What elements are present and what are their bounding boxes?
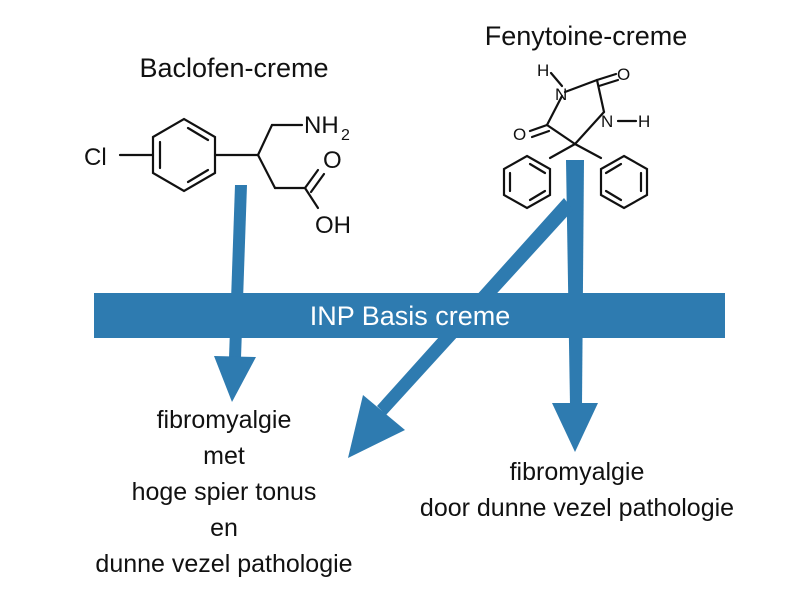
fenytoine-atom-o-right: O xyxy=(617,65,630,84)
fenytoine-co-double-bond xyxy=(530,129,551,139)
fenytoine-ring-bond xyxy=(545,94,564,127)
baclofen-chain-bond xyxy=(256,123,274,157)
outcome-left-line: fibromyalgie xyxy=(157,406,292,434)
fenytoine-ring-bond xyxy=(545,123,577,146)
fenytoine-atom-h-top: H xyxy=(537,61,549,80)
outcome-right-line: fibromyalgie xyxy=(510,458,645,486)
outcome-left-line: met xyxy=(203,442,245,470)
fenytoine-atom-o-left: O xyxy=(513,125,526,144)
baclofen-benzene-ring xyxy=(151,117,217,193)
outcome-left-line: hoge spier tonus xyxy=(132,478,317,506)
baclofen-atom-o: O xyxy=(323,147,342,174)
baclofen-title: Baclofen-creme xyxy=(139,53,328,83)
fenytoine-ring-bond xyxy=(573,110,606,146)
fenytoine-atom-n-right: N xyxy=(601,112,613,131)
outcome-left-line: dunne vezel pathologie xyxy=(95,550,352,578)
baclofen-co-bond xyxy=(303,168,320,190)
baclofen-chain-bond xyxy=(256,153,277,190)
fenytoine-atom-h-right: H xyxy=(638,112,650,131)
fenytoine-phenyl-double-bond xyxy=(528,189,547,202)
fenytoine-nh-bond xyxy=(549,71,564,88)
baclofen-atom-oh: OH xyxy=(315,212,351,239)
outcome-left-line: en xyxy=(210,514,238,542)
outcome-right-line: door dunne vezel pathologie xyxy=(420,494,734,522)
fenytoine-co-bond xyxy=(595,72,618,82)
basis-creme-label: INP Basis creme xyxy=(310,301,511,331)
fenytoine-structure: H N O N H O xyxy=(502,61,650,210)
outcome-right: fibromyalgie door dunne vezel pathologie xyxy=(420,458,734,522)
outcome-left: fibromyalgie met hoge spier tonus en dun… xyxy=(95,406,352,578)
fenytoine-phenyl-bond xyxy=(548,142,577,160)
fenytoine-phenyl-double-bond xyxy=(528,162,547,175)
fenytoine-ring-bond xyxy=(563,78,599,94)
fenytoine-atom-n-left: N xyxy=(555,85,567,104)
baclofen-atom-nh2-subscript: 2 xyxy=(341,127,350,144)
fenytoine-co-double-bond xyxy=(597,78,620,88)
baclofen-atom-cl: Cl xyxy=(84,144,107,171)
arrow-fenytoine-left-head xyxy=(348,395,405,458)
baclofen-atom-nh: NH xyxy=(304,112,339,139)
fenytoine-phenyl-ring-right xyxy=(599,154,649,210)
fenytoine-phenyl-double-bond xyxy=(604,162,623,175)
baclofen-oh-bond xyxy=(303,186,320,210)
arrow-fenytoine-right-head xyxy=(552,403,598,452)
fenytoine-phenyl-bond xyxy=(573,142,603,160)
baclofen-structure: Cl NH 2 O OH xyxy=(84,112,351,239)
fenytoine-phenyl-double-bond xyxy=(604,189,623,202)
fenytoine-co-bond xyxy=(528,123,549,133)
baclofen-co-double-bond xyxy=(309,172,326,194)
arrow-fenytoine-right-shaft xyxy=(566,160,584,405)
baclofen-ring-double-bond xyxy=(186,168,210,184)
fenytoine-phenyl-ring-left xyxy=(502,154,552,210)
arrow-baclofen-head xyxy=(214,356,256,402)
fenytoine-title: Fenytoine-creme xyxy=(485,21,688,51)
basis-creme-band xyxy=(94,293,725,338)
baclofen-ring-double-bond xyxy=(186,126,210,142)
